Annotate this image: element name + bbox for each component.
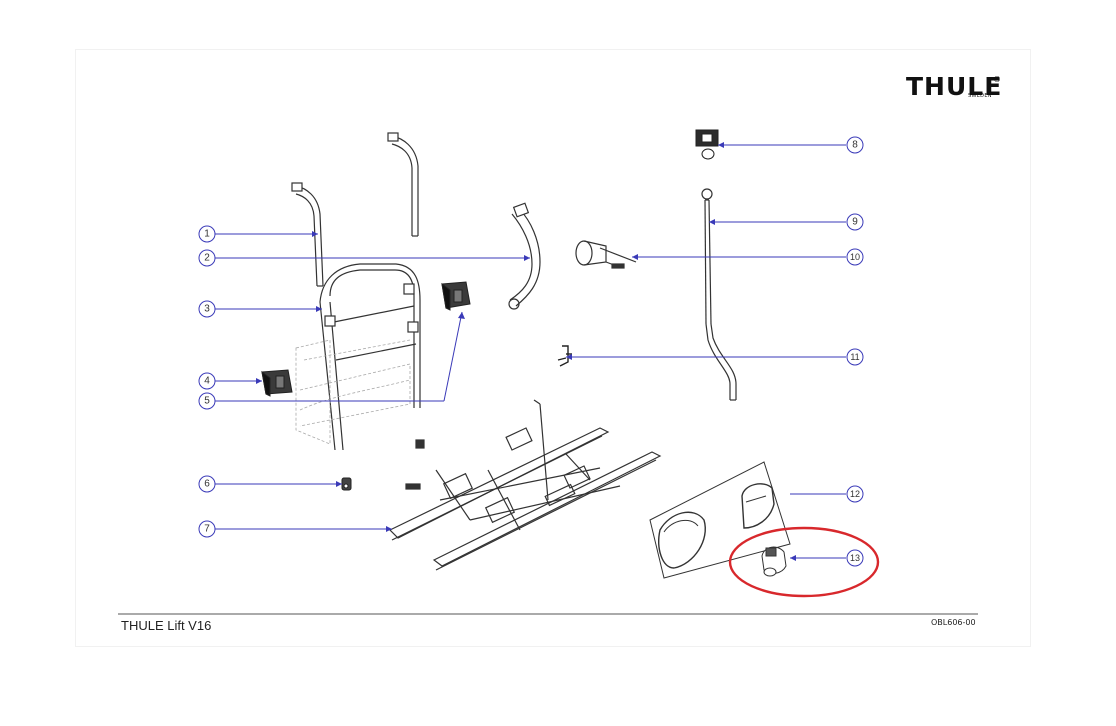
part-3-frame (319, 263, 421, 451)
part-6-clamp (341, 477, 352, 491)
callout-label: 3 (204, 304, 210, 315)
part-9-rod (701, 188, 737, 401)
callout-label: 5 (204, 396, 210, 407)
part-13-cap (761, 546, 787, 577)
document-code: OBL606-00 (931, 618, 976, 627)
callout-label: 2 (204, 253, 210, 264)
callout-label: 13 (850, 553, 860, 563)
part-4-block (261, 369, 293, 397)
callout-label: 12 (850, 489, 860, 499)
callout-label: 9 (852, 217, 858, 228)
logo-subtitle: SWEDEN (968, 93, 992, 99)
part-11-hook (557, 345, 572, 367)
part-12-covers (649, 461, 791, 579)
highlight-ellipse (728, 526, 880, 598)
background-frame-ghost (295, 339, 411, 445)
part-5-block (441, 281, 471, 311)
part-2-tube (387, 132, 419, 237)
registered-mark: ® (993, 75, 1001, 84)
footer-title: THULE Lift V16 (121, 618, 212, 633)
callout-circles (198, 136, 864, 567)
callout-label: 1 (204, 229, 210, 240)
leader-arrowheads (256, 142, 796, 561)
callout-label: 10 (850, 252, 860, 262)
thule-logo: THULE (906, 72, 1003, 101)
callout-label: 4 (204, 376, 210, 387)
part-7-platform (388, 399, 662, 571)
part-1-tube (291, 182, 324, 287)
part-10-strap (575, 240, 637, 269)
callout-label: 8 (852, 140, 858, 151)
part-2-arm (508, 202, 541, 310)
callout-label: 6 (204, 479, 210, 490)
callout-label: 11 (850, 352, 859, 362)
callout-label: 7 (204, 524, 210, 535)
part-8-knob (695, 129, 719, 160)
leader-lines (215, 144, 846, 559)
